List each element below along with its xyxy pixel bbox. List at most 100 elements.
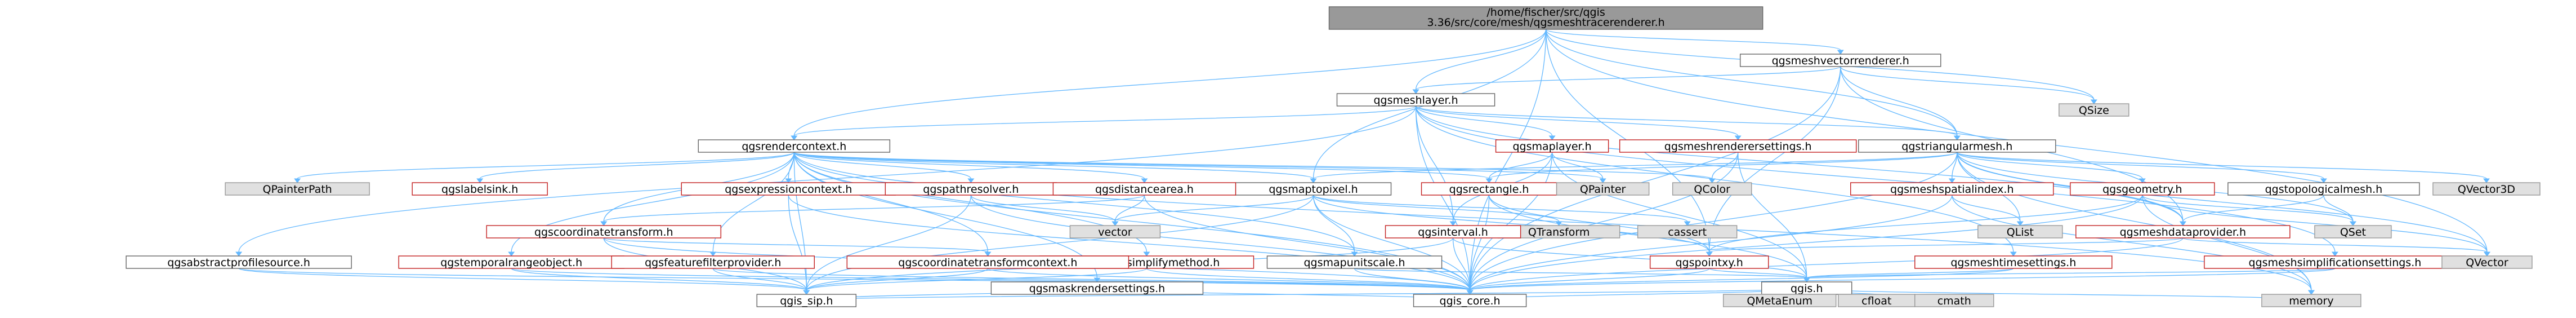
node-qlist[interactable]: QList (1977, 225, 2063, 238)
node-maplayer[interactable]: qgsmaplayer.h (1495, 139, 1609, 153)
node-coordtransformctx[interactable]: qgscoordinatetransformcontext.h (846, 255, 1129, 269)
node-label: cassert (1668, 226, 1707, 238)
node-label: qgsrectangle.h (1449, 183, 1529, 196)
node-label: qgsabstractprofilesource.h (167, 257, 310, 269)
node-coordtransform[interactable]: qgscoordinatetransform.h (486, 225, 721, 238)
node-box (486, 225, 721, 238)
node-abstractprofile[interactable]: qgsabstractprofilesource.h (126, 255, 352, 269)
node-trianglarmesh[interactable]: qgstriangularmesh.h (1858, 139, 2056, 153)
edge-meshlayer-to-abstractprofile (235, 105, 1417, 257)
node-qmetaenum[interactable]: QMetaEnum (1722, 294, 1837, 307)
node-label: QVector (2466, 257, 2508, 269)
node-qpainter[interactable]: QPainter (1556, 182, 1650, 196)
edge-meshdataprovider-to-qvector (2182, 237, 2490, 257)
edge-geometry-to-memory (2142, 195, 2315, 295)
node-meshrenderersettings[interactable]: qgsmeshrenderersettings.h (1619, 139, 1857, 153)
edge-rendercontext-to-pathresolver (793, 152, 975, 183)
node-box (1328, 6, 1764, 30)
node-label: vector (1098, 226, 1132, 238)
node-qgsh[interactable]: qgis.h (1761, 281, 1852, 295)
node-memory[interactable]: memory (2261, 294, 2361, 307)
node-label: qgscoordinatetransform.h (534, 226, 673, 238)
node-meshtimesettings[interactable]: qgsmeshtimesettings.h (1914, 255, 2113, 269)
node-label: qgis_core.h (1440, 295, 1501, 307)
node-qpainterpath[interactable]: QPainterPath (225, 182, 370, 196)
node-label: qgsmapunitscale.h (1303, 257, 1405, 269)
node-box (1858, 139, 2056, 153)
node-vector[interactable]: vector (1069, 225, 1161, 238)
node-box (1413, 294, 1527, 307)
node-qset[interactable]: QSet (2314, 225, 2392, 238)
node-root[interactable]: /home/fischer/src/qgis3.36/src/core/mesh… (1328, 6, 1764, 30)
node-exprcontext[interactable]: qgsexpressioncontext.h (681, 182, 896, 196)
node-qcolor[interactable]: QColor (1672, 182, 1752, 196)
edge-root-to-qgscore (1466, 29, 1547, 295)
edge-meshrenderersettings-to-qcolor (1708, 152, 1739, 183)
node-maskrender[interactable]: qgsmaskrendersettings.h (990, 281, 1204, 295)
node-box (1722, 294, 1837, 307)
node-label: qgsfeaturefilterprovider.h (645, 257, 781, 269)
edge-qgsh-to-qgssip (806, 288, 1807, 301)
node-cassert[interactable]: cassert (1637, 225, 1738, 238)
node-cfloat[interactable]: cfloat (1838, 294, 1916, 307)
node-topologicalmesh[interactable]: qgstopologicalmesh.h (2227, 182, 2420, 196)
node-box (1336, 93, 1495, 107)
edge-root-to-trianglarmesh (1545, 29, 1961, 140)
edge-coordtransformctx-to-qgssip (803, 268, 989, 295)
node-meshsimplify[interactable]: qgsmeshsimplificationsettings.h (2204, 255, 2466, 269)
edge-maptopixel-to-qtransform (1312, 195, 1562, 226)
node-label: qgstopologicalmesh.h (2265, 183, 2383, 196)
node-distancearea[interactable]: qgsdistancearea.h (1052, 182, 1236, 196)
node-meshspatialindex[interactable]: qgsmeshspatialindex.h (1850, 182, 2054, 196)
node-maptopixel[interactable]: qgsmaptopixel.h (1235, 182, 1392, 196)
node-qsize[interactable]: QSize (2059, 103, 2129, 117)
node-rendercontext[interactable]: qgsrendercontext.h (698, 139, 891, 153)
edge-rendercontext-to-maskrender (793, 152, 1101, 282)
edge-geometry-to-qset (2142, 195, 2356, 226)
node-label: qgstriangularmesh.h (1901, 140, 2012, 153)
node-label: QPainterPath (263, 183, 332, 196)
edge-trianglarmesh-to-topologicalmesh (1957, 152, 2327, 183)
node-meshvectorrenderer[interactable]: qgsmeshvectorrenderer.h (1739, 54, 1941, 67)
node-qvector3d[interactable]: QVector3D (2432, 182, 2541, 196)
node-pathresolver[interactable]: qgspathresolver.h (885, 182, 1057, 196)
node-box (2432, 182, 2541, 196)
edge-rendercontext-to-distancearea (793, 152, 1148, 183)
edge-topologicalmesh-to-qset (2323, 195, 2356, 226)
node-label: QVector3D (2458, 183, 2515, 196)
node-label: qgsmeshvectorrenderer.h (1772, 55, 1909, 67)
node-label: qgsmeshsimplificationsettings.h (2249, 257, 2422, 269)
node-label: qgis.h (1791, 282, 1823, 295)
edge-rendercontext-to-featurefilter (709, 152, 794, 257)
node-rectangle[interactable]: qgsrectangle.h (1421, 182, 1557, 196)
node-qtransform[interactable]: QTransform (1497, 225, 1620, 238)
node-temporalrange[interactable]: qgstemporalrangeobject.h (398, 255, 624, 269)
node-label: QList (2007, 226, 2034, 238)
node-geometry[interactable]: qgsgeometry.h (2070, 182, 2215, 196)
node-featurefilter[interactable]: qgsfeaturefilterprovider.h (611, 255, 815, 269)
node-label: qgsgeometry.h (2102, 183, 2182, 196)
node-qgscore[interactable]: qgis_core.h (1413, 294, 1527, 307)
node-qvector[interactable]: QVector (2441, 255, 2533, 269)
node-cmath[interactable]: cmath (1914, 294, 1994, 307)
node-meshlayer[interactable]: qgsmeshlayer.h (1336, 93, 1495, 107)
node-labelsink[interactable]: qgslabelsink.h (412, 182, 548, 196)
edge-root-to-meshvectorrenderer (1545, 29, 1844, 55)
node-meshdataprovider[interactable]: qgsmeshdataprovider.h (2075, 225, 2291, 238)
node-interval[interactable]: qgsinterval.h (1385, 225, 1521, 238)
edge-topologicalmesh-to-meshdataprovider (2179, 195, 2324, 226)
node-point[interactable]: qgspointxy.h (1649, 255, 1769, 269)
node-label: QPainter (1580, 183, 1626, 196)
edge-distancearea-to-coordtransform (600, 195, 1145, 226)
node-mapunitscale[interactable]: qgsmapunitscale.h (1266, 255, 1443, 269)
node-box (2261, 294, 2361, 307)
node-label: qgsmeshspatialindex.h (1890, 183, 2014, 196)
node-box (2441, 255, 2533, 269)
node-box (1739, 54, 1941, 67)
edge-rendercontext-to-labelsink (476, 152, 794, 183)
edge-meshvectorrenderer-to-qsize (1840, 66, 2097, 104)
node-label: cmath (1937, 295, 1971, 307)
node-label: QMetaEnum (1747, 295, 1812, 307)
node-qgssip[interactable]: qgis_sip.h (756, 294, 857, 307)
edge-coordtransform-to-coordtransformctx (603, 237, 992, 257)
